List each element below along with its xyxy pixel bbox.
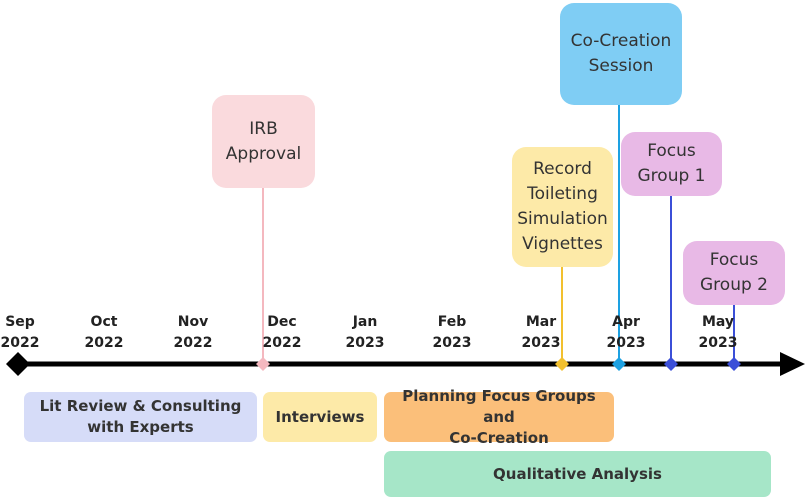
callout-line: Vignettes [522,234,603,254]
month-name: May [701,314,735,330]
month-label-feb: Feb 2023 [417,312,487,354]
month-label-nov: Nov 2022 [158,312,228,354]
cocreation-session-callout: Co-Creation Session [560,3,682,105]
phase-qualitative-analysis: Qualitative Analysis [384,451,771,497]
callout-line: Group 2 [700,275,768,295]
month-year: 2023 [606,335,646,351]
phase-line: with Experts [87,418,194,436]
callout-line: Co-Creation [570,31,672,51]
callout-line: Focus [709,250,759,270]
phase-line: Interviews [275,407,365,426]
month-label-apr: Apr 2023 [591,312,661,354]
month-name: Apr [612,314,640,330]
callout-line: Group 1 [637,166,706,186]
month-label-oct: Oct 2022 [69,312,139,354]
callout-line: Record [533,159,592,179]
month-label-sep: Sep 2022 [0,312,55,354]
month-year: 2023 [345,335,385,351]
month-year: 2022 [84,335,124,351]
timeline-start-diamond [6,352,30,376]
phase-planning-focus-groups: Planning Focus Groups and Co-Creation [384,387,614,447]
month-label-mar: Mar 2023 [506,312,576,354]
month-label-dec: Dec 2022 [247,312,317,354]
month-name: Nov [177,314,209,330]
cocreation-marker [612,357,626,371]
month-year: 2022 [173,335,213,351]
focus-group-2-callout: Focus Group 2 [683,241,785,305]
month-label-may: May 2023 [683,312,753,354]
record-marker [555,357,569,371]
month-name: Dec [267,314,297,330]
focus-group-1-callout: Focus Group 1 [621,132,722,196]
month-name: Mar [525,314,557,330]
callout-line: Focus [647,141,696,161]
month-name: Feb [437,314,467,330]
month-year: 2022 [0,335,40,351]
focus-group-2-marker [727,357,741,371]
focus-group-1-marker [664,357,678,371]
phase-line: Lit Review & Consulting [39,397,242,415]
callout-line: Approval [225,143,302,164]
month-name: Sep [5,314,35,330]
phase-line: Qualitative Analysis [493,464,662,483]
record-vignettes-callout: Record Toileting Simulation Vignettes [512,147,613,267]
irb-marker [256,357,270,371]
month-year: 2022 [262,335,302,351]
callout-line: Simulation [517,209,608,229]
month-name: Jan [352,314,378,330]
month-year: 2023 [521,335,561,351]
phase-lit-review: Lit Review & Consulting with Experts [24,392,257,442]
month-year: 2023 [698,335,738,351]
callout-line: Session [588,56,654,76]
phase-line: Planning Focus Groups and [402,386,596,426]
month-label-jan: Jan 2023 [330,312,400,354]
phase-line: Co-Creation [449,428,549,447]
callout-line: Toileting [527,184,598,204]
month-year: 2023 [432,335,472,351]
month-name: Oct [90,314,118,330]
irb-approval-callout: IRB Approval [212,95,315,188]
timeline-arrowhead [780,352,805,376]
callout-line: IRB [249,118,278,139]
phase-interviews: Interviews [263,392,377,442]
